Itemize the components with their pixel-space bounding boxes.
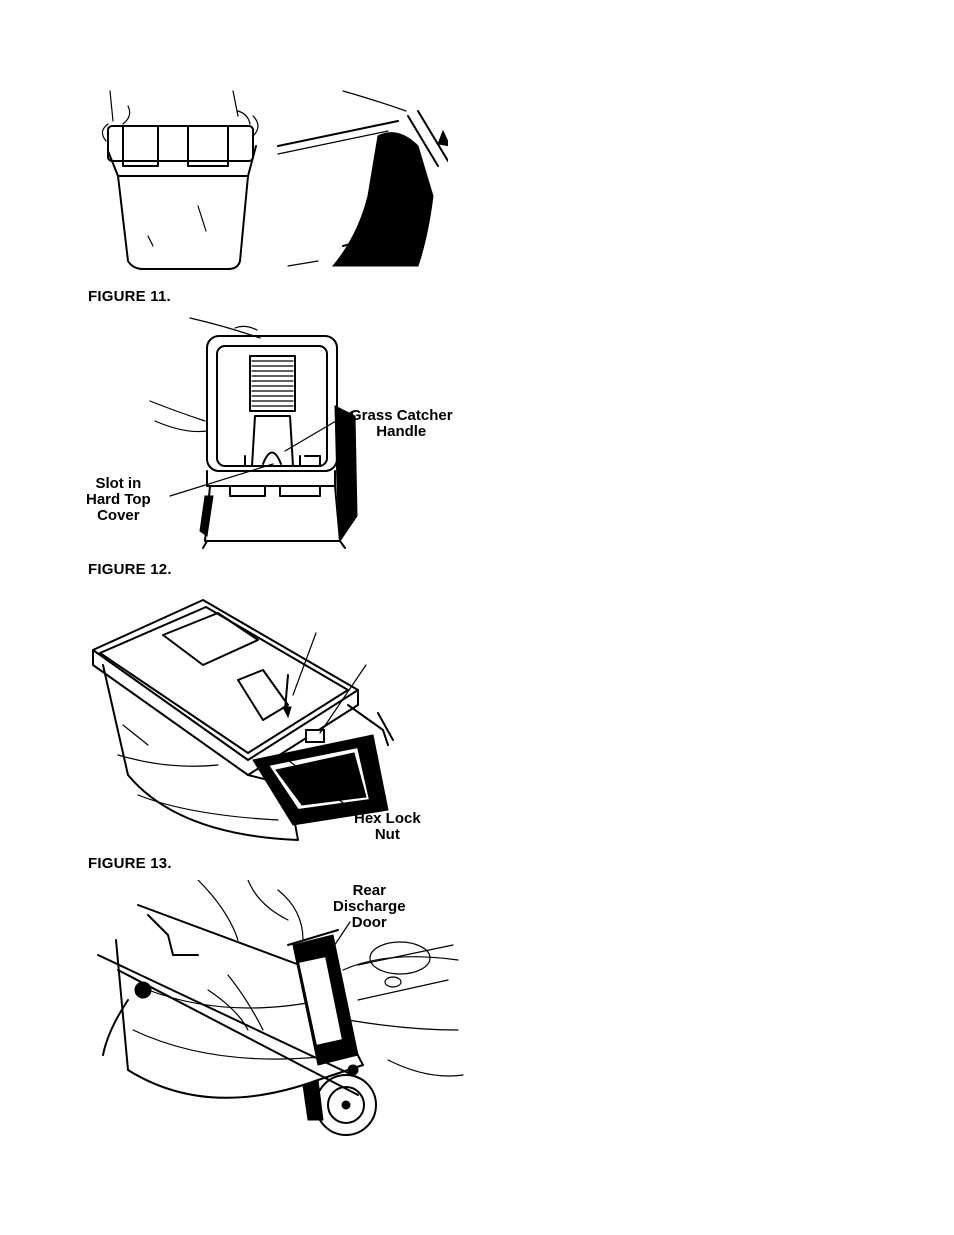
- figure-11-illustration: [88, 86, 448, 281]
- figure-12-caption: FIGURE 12.: [88, 561, 172, 578]
- hex-lock-nut-label: Hex Lock Nut: [354, 811, 421, 843]
- figure-14-illustration: [88, 880, 468, 1140]
- rear-discharge-door-label: Rear Discharge Door: [333, 883, 406, 931]
- figure-14-drawing: [88, 880, 468, 1140]
- figure-12-illustration: [145, 316, 455, 576]
- slot-in-hard-top-cover-label: Slot in Hard Top Cover: [86, 476, 151, 524]
- grass-catcher-handle-label: Grass Catcher Handle: [350, 408, 453, 440]
- figure-13-caption: FIGURE 13.: [88, 855, 172, 872]
- figure-12-drawing: [145, 316, 455, 576]
- figure-11-caption: FIGURE 11.: [88, 288, 171, 305]
- figure-11-drawing: [88, 86, 448, 281]
